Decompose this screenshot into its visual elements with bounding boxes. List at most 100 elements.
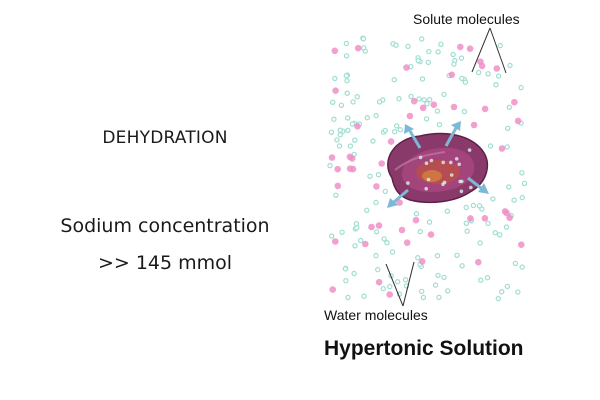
water-molecule — [492, 229, 498, 236]
water-molecule — [327, 162, 333, 169]
solute-molecule — [498, 145, 506, 152]
water-molecule — [490, 196, 496, 202]
water-molecule — [504, 283, 511, 290]
solute-molecule — [329, 286, 337, 293]
water-molecule — [450, 51, 456, 58]
water-molecule — [332, 75, 338, 82]
water-molecule — [454, 252, 460, 258]
solute-molecule — [375, 278, 383, 286]
water-molecule — [370, 138, 376, 144]
solute-molecule — [418, 258, 426, 265]
water-molecule — [424, 100, 430, 107]
water-molecule — [343, 72, 349, 79]
solute-molecule — [354, 44, 362, 52]
solute-molecule — [481, 215, 489, 222]
water-molecule — [380, 285, 386, 292]
water-molecule — [394, 279, 401, 285]
water-molecule — [463, 220, 469, 226]
water-molecule — [512, 260, 519, 267]
water-molecule — [375, 266, 381, 273]
solute-molecule — [506, 214, 513, 221]
water-molecule — [345, 127, 351, 134]
solute-molecule — [403, 239, 411, 246]
particle-field — [327, 35, 528, 302]
water-molecule — [339, 229, 345, 235]
solute-molecule — [334, 182, 342, 190]
water-molecule — [415, 255, 421, 261]
water-molecule — [350, 99, 356, 105]
water-molecule — [503, 224, 510, 230]
water-molecule — [353, 220, 360, 227]
solute-molecule — [331, 47, 339, 55]
water-molecule — [470, 202, 477, 209]
solute-molecule — [457, 43, 464, 51]
water-molecule — [504, 144, 510, 150]
solute-molecule — [375, 222, 383, 229]
water-molecule — [423, 116, 430, 122]
intracellular-particle — [418, 155, 423, 160]
solute-molecule — [501, 208, 509, 215]
red-blood-cell — [387, 132, 489, 204]
water-molecule — [373, 229, 380, 235]
water-molecule — [415, 57, 421, 64]
solute-molecules-label: Solute molecules — [413, 11, 520, 27]
solute-molecule — [386, 291, 394, 298]
water-molecule — [333, 192, 339, 198]
water-molecule — [463, 204, 469, 211]
solute-molecule — [419, 104, 427, 112]
water-molecule — [518, 84, 524, 91]
intracellular-particle — [460, 179, 464, 184]
water-molecule — [521, 180, 528, 187]
water-molecule — [478, 277, 484, 283]
water-molecule — [420, 294, 427, 301]
intracellular-particle — [467, 148, 472, 152]
solute-molecule — [332, 238, 339, 245]
water-molecule — [458, 55, 465, 61]
solute-molecule — [346, 165, 354, 172]
water-molecule — [519, 194, 526, 201]
water-molecule — [381, 236, 387, 242]
water-molecule — [344, 77, 350, 84]
solute-molecule — [518, 241, 525, 248]
water-molecule — [373, 252, 379, 259]
water-molecule — [361, 45, 367, 51]
water-molecule — [393, 42, 399, 48]
water-molecule — [475, 69, 482, 76]
water-molecule — [330, 99, 336, 106]
water-pointer-line — [385, 263, 404, 307]
water-molecules-label: Water molecules — [324, 307, 428, 323]
solute-molecule — [450, 103, 458, 111]
water-molecule — [427, 96, 433, 103]
intracellular-particle — [441, 182, 445, 186]
water-molecule — [441, 91, 447, 98]
intracellular-particle — [424, 186, 429, 191]
water-molecule — [338, 102, 345, 109]
water-molecule — [402, 277, 409, 283]
water-molecule — [361, 293, 367, 299]
water-molecule — [511, 197, 517, 203]
water-molecule — [495, 295, 501, 302]
solute-molecule — [475, 258, 482, 266]
water-molecule — [367, 173, 373, 179]
water-molecule — [444, 208, 450, 214]
water-molecule — [476, 203, 483, 209]
water-molecule — [328, 129, 335, 135]
water-molecule — [425, 59, 431, 66]
water-molecule — [519, 264, 525, 270]
water-molecule — [506, 104, 512, 111]
water-molecule — [493, 81, 499, 88]
water-molecule — [364, 207, 370, 213]
water-molecule — [485, 220, 491, 227]
water-molecule — [507, 62, 513, 69]
water-molecule — [417, 228, 423, 235]
solute-molecule — [387, 138, 395, 145]
water-molecule — [487, 143, 494, 149]
water-molecule — [419, 36, 425, 42]
solute-molecule — [478, 62, 486, 70]
water-molecule — [432, 282, 439, 288]
water-molecule — [519, 170, 525, 176]
water-molecule — [382, 188, 388, 195]
water-molecule — [349, 121, 356, 127]
water-molecule — [438, 41, 444, 48]
intracellular-particle — [426, 177, 431, 182]
